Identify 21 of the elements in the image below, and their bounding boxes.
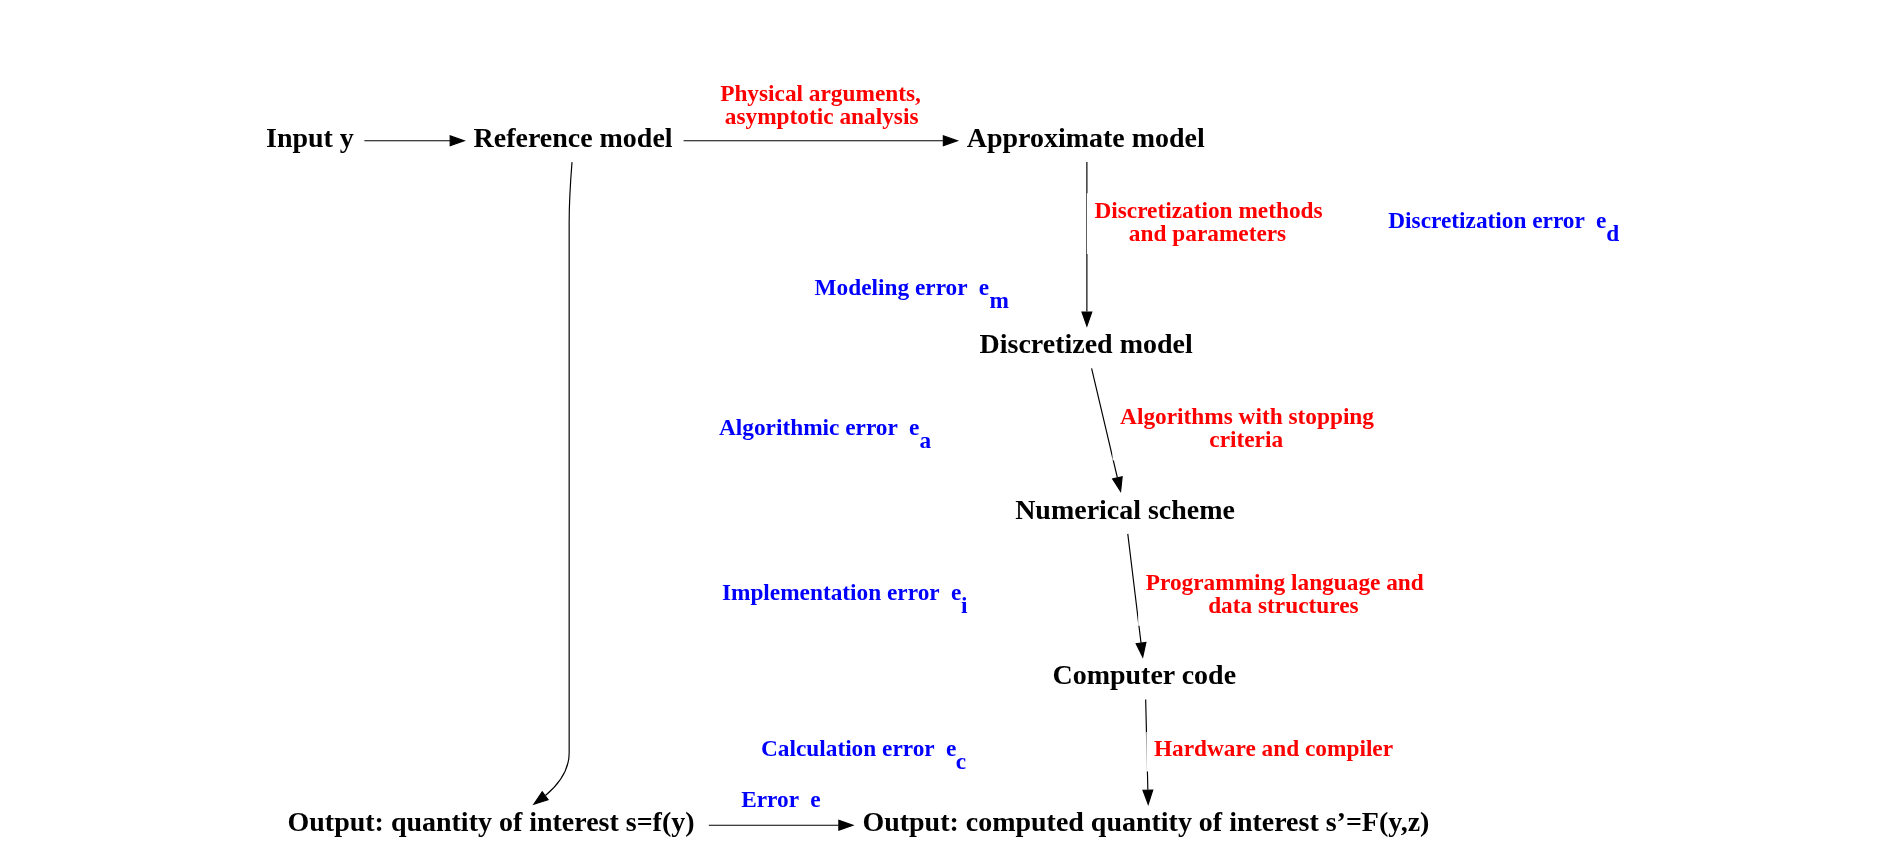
node-text: Approximate model <box>966 121 1205 153</box>
node-text: Numerical scheme <box>1014 493 1235 525</box>
edge-label: Algorithms with stopping criteria <box>1119 403 1374 453</box>
arrow <box>707 819 855 831</box>
node-text: Reference model <box>473 121 673 153</box>
arrow <box>1090 367 1123 494</box>
edge-label: Physical arguments, asymptotic analysis <box>719 80 921 130</box>
node-text: Input y <box>265 121 354 153</box>
node-text: Computer code <box>1051 659 1236 691</box>
arrow <box>682 135 959 147</box>
node-text: Output: quantity of interest s=f(y) <box>287 806 695 838</box>
edge-label: Discretization methods and parameters <box>1093 196 1323 247</box>
edge-label: Error e <box>740 785 821 812</box>
arrow <box>532 161 573 806</box>
arrow <box>363 135 466 147</box>
arrow <box>1080 161 1093 328</box>
arrow <box>1126 533 1147 659</box>
node-text: Output: computed quantity of interest s’=F(y,z) <box>861 806 1429 838</box>
edge-label: Programming language and data structures <box>1145 568 1424 619</box>
edge-label: Hardware and compiler <box>1153 735 1393 762</box>
node-text: Discretized model <box>979 328 1193 360</box>
